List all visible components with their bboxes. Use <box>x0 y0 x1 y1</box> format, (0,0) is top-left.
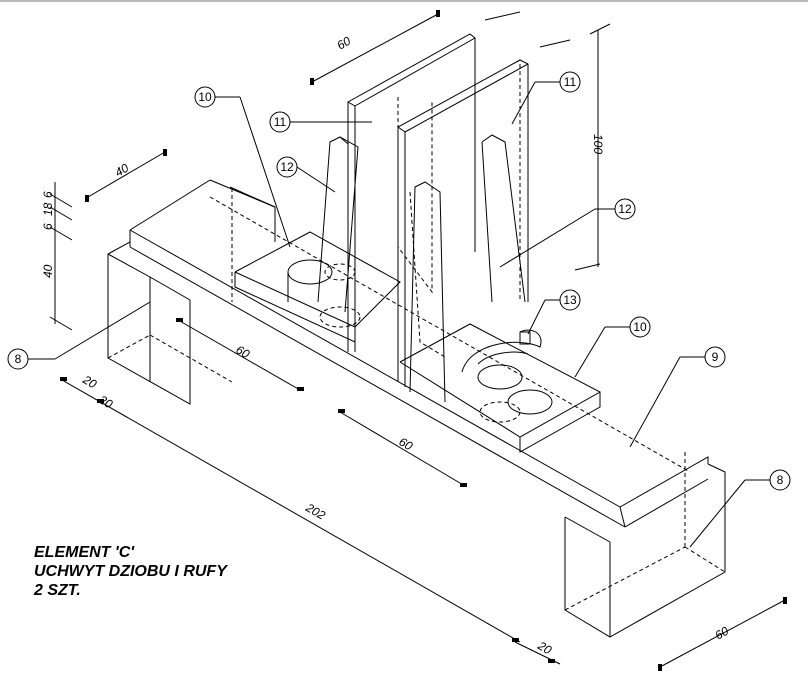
dim-right-height: 100 <box>591 134 605 154</box>
dim-left-depth: 40 <box>113 161 132 180</box>
dim-right-20: 20 <box>535 638 555 657</box>
dim-right-depth: 60 <box>713 624 732 643</box>
callout-12b: 12 <box>618 202 632 216</box>
callout-9: 9 <box>712 350 719 364</box>
title-element: ELEMENT 'C' <box>34 544 135 561</box>
title-description: UCHWYT DZIOBU I RUFY <box>34 563 227 580</box>
hook <box>461 329 542 373</box>
callout-11a: 11 <box>274 115 287 129</box>
callout-13: 13 <box>563 293 577 307</box>
dim-left-20a: 20 <box>80 372 100 391</box>
dim-stack-c: 6 <box>41 223 55 230</box>
callout-8b: 8 <box>777 473 784 487</box>
dim-left-height: 40 <box>41 264 55 278</box>
dim-top-width: 60 <box>335 34 354 53</box>
callout-11b: 11 <box>564 75 577 89</box>
main-beam <box>129 179 709 528</box>
title-quantity: 2 SZT. <box>34 582 81 599</box>
dim-stack-b: 18 <box>41 202 55 216</box>
title-block: ELEMENT 'C' UCHWYT DZIOBU I RUFY 2 SZT. <box>34 543 227 600</box>
callout-10b: 10 <box>633 320 647 334</box>
dim-left-20b: 20 <box>96 392 116 411</box>
callouts: 10 11 12 11 12 13 10 9 8 8 <box>7 71 791 548</box>
callout-8a: 8 <box>15 352 22 366</box>
fins <box>317 134 526 403</box>
callout-12a: 12 <box>280 160 294 174</box>
left-block <box>107 188 233 405</box>
right-block <box>564 452 726 638</box>
base-plates <box>234 231 602 453</box>
dim-inner-b: 60 <box>397 434 416 453</box>
callout-10a: 10 <box>198 90 212 104</box>
vertical-panels <box>347 33 529 387</box>
dim-stack-a: 6 <box>41 191 55 198</box>
dim-inner-a: 60 <box>234 342 253 361</box>
dimension-lines <box>49 10 787 671</box>
